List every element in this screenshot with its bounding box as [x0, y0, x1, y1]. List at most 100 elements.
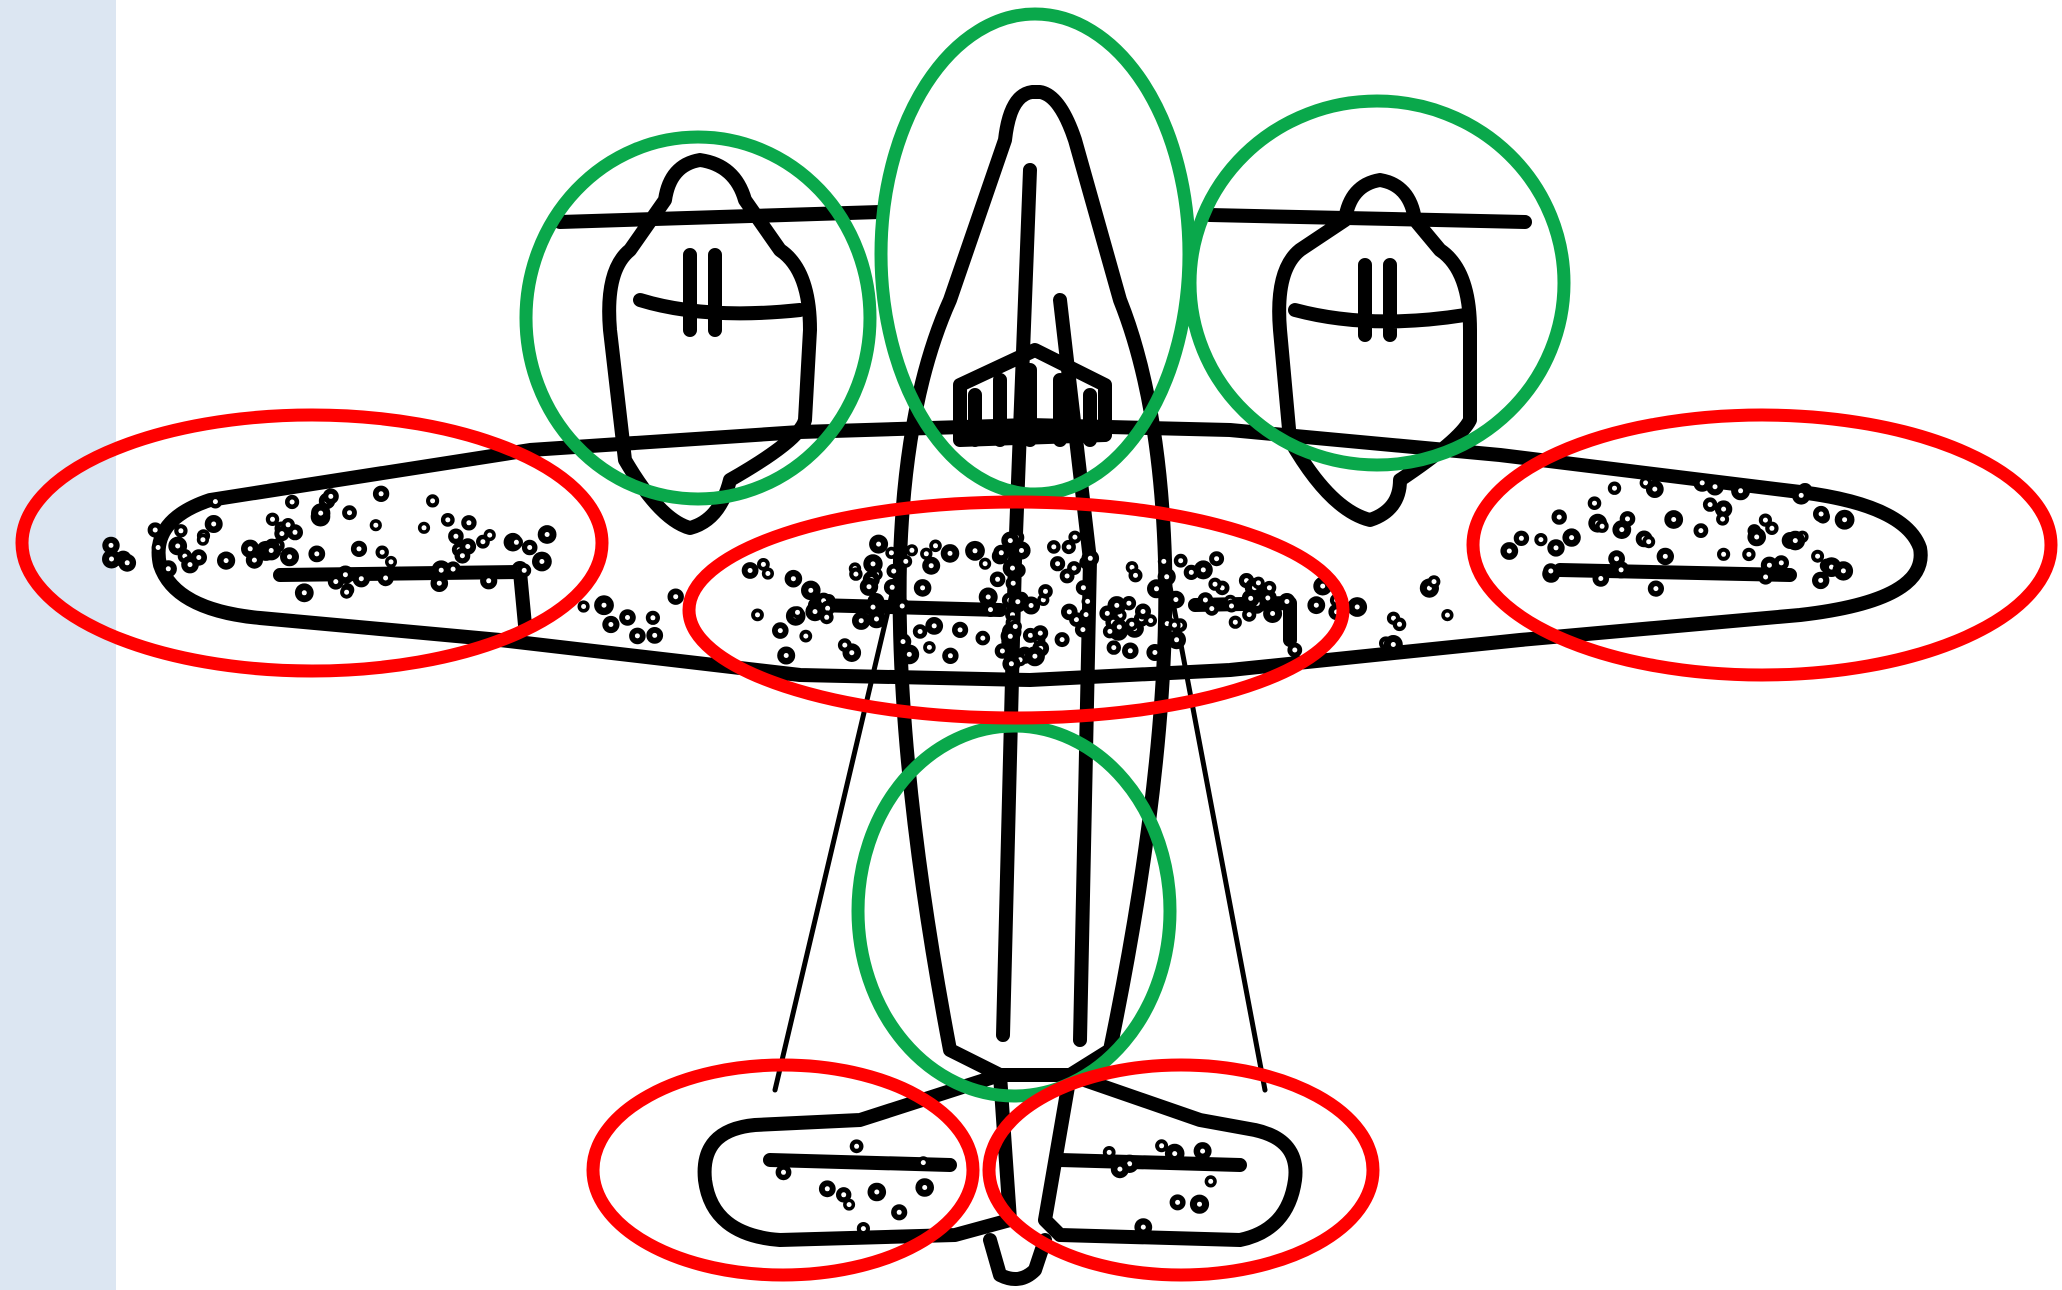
bullet-hole-center — [1152, 650, 1157, 655]
bullet-hole-center — [1671, 517, 1676, 522]
bullet-hole-center — [422, 525, 427, 530]
bullet-hole-center — [581, 604, 586, 609]
bullet-hole-center — [861, 1226, 866, 1231]
bullet-hole-center — [439, 568, 444, 573]
bullet-hole-center — [1700, 480, 1705, 485]
bullet-hole-center — [867, 584, 872, 589]
bullet-hole-center — [909, 548, 914, 553]
bullet-hole-center — [380, 550, 385, 555]
right-engine-detail — [1295, 265, 1465, 335]
bullet-hole-center — [287, 554, 292, 559]
bullet-hole-center — [1763, 575, 1768, 580]
bullet-hole-center — [825, 606, 830, 611]
bullet-hole-center — [224, 558, 229, 563]
bullet-hole-center — [889, 550, 894, 555]
bullet-hole-center — [514, 540, 519, 545]
bullet-hole-center — [907, 652, 912, 657]
bullet-hole-center — [1000, 649, 1005, 654]
bullet-hole-center — [1065, 574, 1070, 579]
bullet-hole-center — [1284, 599, 1289, 604]
bullet-hole-center — [522, 568, 527, 573]
bullet-hole-center — [1769, 526, 1774, 531]
bullet-hole-center — [1133, 573, 1138, 578]
bullet-hole-center — [871, 561, 876, 566]
bullet-hole-center — [1247, 612, 1252, 617]
bullet-hole-center — [897, 1210, 902, 1215]
bullet-hole-center — [927, 645, 932, 650]
right-propeller — [1210, 215, 1525, 222]
bullet-hole-center — [1267, 585, 1272, 590]
bullet-hole-center — [1314, 603, 1319, 608]
bullet-hole-center — [1072, 535, 1077, 540]
bullet-hole-center — [279, 531, 284, 536]
bullet-hole-center — [1598, 576, 1603, 581]
bullet-hole-center — [1085, 599, 1090, 604]
bullet-hole-center — [920, 585, 925, 590]
bullet-hole-center — [918, 629, 923, 634]
bullet-hole-center — [859, 618, 864, 623]
bullet-hole-center — [539, 559, 544, 564]
bullet-hole-center — [874, 617, 879, 622]
bullet-hole-center — [1815, 554, 1820, 559]
bullet-hole-center — [379, 491, 384, 496]
bullet-hole-center — [314, 551, 319, 556]
bullet-hole-center — [808, 588, 813, 593]
bullet-hole-center — [343, 572, 348, 577]
bullet-hole-center — [973, 548, 978, 553]
bullet-hole-center — [1111, 645, 1116, 650]
bullet-hole-center — [1793, 538, 1798, 543]
bullet-hole-center — [1203, 598, 1208, 603]
bullet-hole-center — [1320, 584, 1325, 589]
bullet-hole-center — [1767, 563, 1772, 568]
bullet-hole-center — [373, 523, 378, 528]
bullet-hole-center — [389, 559, 394, 564]
bullet-hole-center — [1011, 581, 1016, 586]
right-elevator-line — [1060, 1160, 1240, 1165]
bullet-hole-center — [1013, 624, 1018, 629]
bullet-hole-center — [929, 563, 934, 568]
bullet-hole-center — [1164, 574, 1169, 579]
bullet-hole-center — [1161, 559, 1166, 564]
bullet-hole-center — [891, 569, 896, 574]
bullet-hole-center — [1043, 589, 1048, 594]
bullet-hole-center — [1818, 578, 1823, 583]
bullet-hole-center — [1432, 579, 1437, 584]
bullet-hole-center — [175, 544, 180, 549]
bullet-hole-center — [487, 533, 492, 538]
bullet-hole-center — [1175, 1200, 1180, 1205]
bullet-hole-center — [1256, 580, 1261, 585]
bullet-hole-center — [1507, 549, 1512, 554]
bullet-hole-center — [166, 566, 171, 571]
bullet-hole-center — [983, 561, 988, 566]
bullet-hole-center — [344, 590, 349, 595]
bullet-hole-center — [1763, 518, 1768, 523]
bullet-hole-center — [1107, 1150, 1112, 1155]
bullet-hole-center — [1720, 517, 1725, 522]
bullet-hole-center — [1055, 561, 1060, 566]
bullet-hole-center — [924, 551, 929, 556]
bullet-hole-center — [1646, 539, 1651, 544]
bullet-hole-center — [901, 639, 906, 644]
bullet-hole-center — [1172, 1151, 1177, 1156]
bullet-hole-center — [1200, 1149, 1205, 1154]
bullet-hole-center — [211, 522, 216, 527]
bullet-hole-center — [635, 633, 640, 638]
bullet-hole-center — [652, 633, 657, 638]
bullet-hole-center — [876, 542, 881, 547]
bullet-hole-center — [1209, 606, 1214, 611]
bullet-hole-center — [1015, 599, 1020, 604]
bullet-hole-center — [1128, 648, 1133, 653]
bullet-hole-center — [1519, 536, 1524, 541]
bullet-hole-center — [825, 1186, 830, 1191]
bullet-hole-center — [673, 594, 678, 599]
bullet-hole-center — [1721, 552, 1726, 557]
bullet-hole-center — [480, 539, 485, 544]
bullet-hole-dots — [102, 474, 1855, 1236]
bullet-hole-center — [1592, 501, 1597, 506]
bullet-hole-center — [824, 615, 829, 620]
bullet-hole-center — [1174, 637, 1179, 642]
bullet-hole-center — [1213, 582, 1218, 587]
bullet-hole-center — [1117, 1167, 1122, 1172]
bullet-hole-center — [900, 604, 905, 609]
bullet-hole-center — [293, 530, 298, 535]
